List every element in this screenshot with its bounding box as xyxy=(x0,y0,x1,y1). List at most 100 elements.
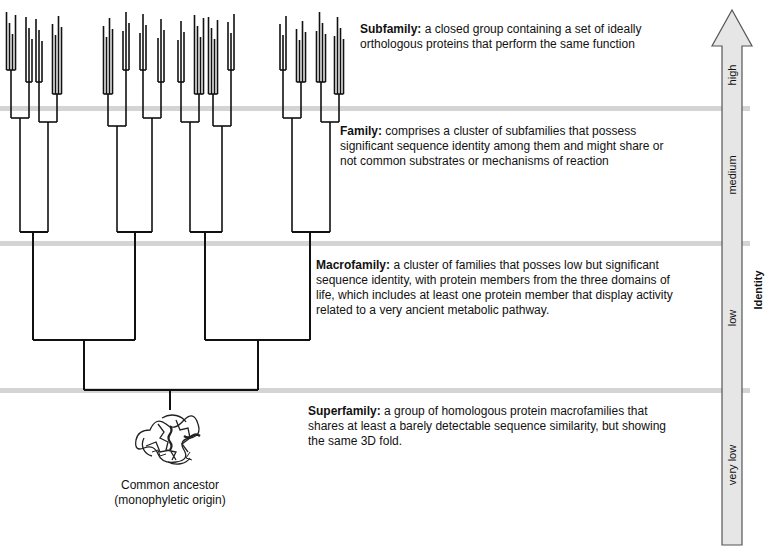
tree-branch xyxy=(128,23,130,70)
tree-branch xyxy=(217,20,219,94)
tree-branch xyxy=(116,126,118,232)
tree-branch xyxy=(325,34,327,82)
tree-branch xyxy=(299,40,301,82)
level-heading: Superfamily: xyxy=(308,404,381,418)
tree-branch xyxy=(283,117,301,119)
tree-branch xyxy=(56,94,58,122)
level-bands xyxy=(0,106,750,393)
identity-level: very low xyxy=(726,445,738,485)
tree-branch xyxy=(285,16,287,70)
tree-branch xyxy=(157,38,159,82)
tree-branch xyxy=(7,69,16,71)
tree-branch xyxy=(297,81,306,83)
tree-branch xyxy=(142,70,144,118)
level-description: Subfamily: a closed group containing a s… xyxy=(360,22,690,52)
protein-structure xyxy=(136,415,200,464)
tree-branch xyxy=(122,31,124,70)
tree-branch xyxy=(9,23,11,70)
level-heading: Subfamily: xyxy=(360,22,421,36)
tree-branch xyxy=(337,17,339,94)
ancestor-caption: Common ancestor (monophyletic origin) xyxy=(105,478,235,508)
tree-branch xyxy=(58,16,60,94)
tree-branch xyxy=(194,15,196,94)
level-heading: Family: xyxy=(340,124,382,138)
tree-branch xyxy=(143,117,161,119)
tree-branch xyxy=(151,118,153,232)
tree-branch xyxy=(233,14,235,70)
tree-branch xyxy=(320,82,322,122)
tree-branch xyxy=(55,35,57,94)
tree-branch xyxy=(25,17,27,82)
tree-branch xyxy=(181,121,199,123)
level-definition: comprises a cluster of subfamilies that … xyxy=(340,124,664,168)
tree-branch xyxy=(213,125,231,127)
tree-branch xyxy=(230,70,232,126)
tree-branch xyxy=(200,37,202,94)
tree-branch xyxy=(319,12,321,82)
dendrogram xyxy=(7,12,344,410)
tree-branch xyxy=(163,30,165,82)
level-description: Superfamily: a group of homologous prote… xyxy=(308,404,668,449)
tree-branch xyxy=(12,34,14,70)
tree-branch xyxy=(28,82,30,118)
tree-branch xyxy=(180,21,182,82)
tree-branch xyxy=(19,118,21,232)
level-description: Macrofamily: a cluster of families that … xyxy=(316,258,676,318)
tree-branch xyxy=(112,29,114,94)
tree-branch xyxy=(195,93,204,95)
tree-branch xyxy=(38,30,40,82)
tree-branch xyxy=(317,81,326,83)
tree-branch xyxy=(38,82,40,122)
tree-branch xyxy=(61,27,63,94)
tree-branch xyxy=(212,94,214,126)
tree-branch xyxy=(52,24,54,94)
tree-branch xyxy=(282,70,284,118)
tree-branch xyxy=(340,28,342,94)
identity-level: low xyxy=(726,310,738,327)
tree-branch xyxy=(321,121,339,123)
tree-branch xyxy=(125,70,127,126)
tree-branch xyxy=(343,39,345,94)
tree-branch xyxy=(41,41,43,82)
tree-branch xyxy=(6,12,8,70)
tree-branch xyxy=(189,122,191,232)
tree-branch xyxy=(230,33,232,70)
tree-branch xyxy=(145,25,147,70)
identity-arrow xyxy=(712,10,752,545)
tree-branch xyxy=(142,14,144,70)
tree-branch xyxy=(35,19,37,82)
tree-branch xyxy=(335,93,344,95)
tree-branch xyxy=(47,122,49,232)
tree-branch xyxy=(108,125,126,127)
tree-branch xyxy=(125,12,127,70)
tree-branch xyxy=(214,39,216,94)
tree-branch xyxy=(10,70,12,118)
tree-branch xyxy=(197,26,199,94)
tree-branch xyxy=(180,82,182,122)
tree-branch xyxy=(104,93,113,95)
identity-level: high xyxy=(726,65,738,86)
tree-branch xyxy=(11,117,29,119)
tree-branch xyxy=(183,32,185,82)
axis-title: Identity xyxy=(752,270,764,309)
tree-branch xyxy=(53,93,62,95)
tree-branch xyxy=(208,17,210,94)
tree-branch xyxy=(291,118,293,232)
tree-branch xyxy=(31,39,33,82)
tree-branch xyxy=(139,33,141,70)
tree-branch xyxy=(316,31,318,82)
tree-branch xyxy=(282,35,284,70)
tree-branch xyxy=(28,28,30,82)
tree-branch xyxy=(338,94,340,122)
tree-branch xyxy=(334,36,336,94)
tree-branch xyxy=(160,82,162,118)
tree-branch xyxy=(109,18,111,94)
tree-branch xyxy=(221,126,223,232)
tree-branch xyxy=(302,21,304,82)
tree-branch xyxy=(160,19,162,82)
tree-branch xyxy=(15,15,17,70)
tree-branch xyxy=(296,29,298,82)
tree-branch xyxy=(279,24,281,70)
identity-level: medium xyxy=(726,155,738,194)
tree-branch xyxy=(39,121,57,123)
